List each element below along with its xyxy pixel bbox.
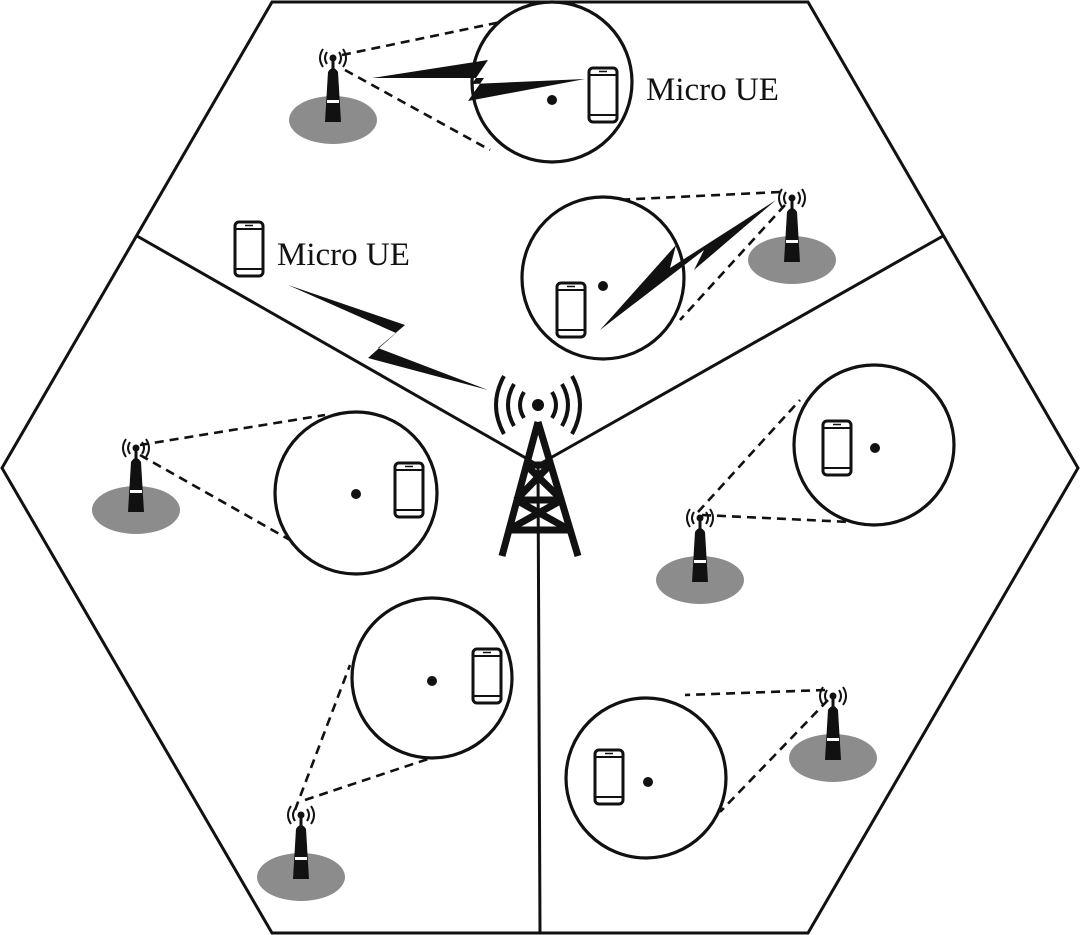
coverage-cone-lines: [139, 16, 851, 813]
sector-divider-bottom: [536, 464, 542, 934]
radio-tower-icon: [494, 375, 582, 558]
lightning-bolt-icon: [600, 200, 776, 330]
smartphone-icon: [593, 748, 625, 806]
smartphone-icon: [587, 66, 619, 124]
smartphone-icon: [471, 647, 503, 705]
smartphone-icon: [821, 419, 853, 477]
sector-divider-left: [136, 234, 539, 467]
micro-ue-label: Micro UE: [646, 72, 779, 108]
micro-ue-label: Micro UE: [277, 237, 410, 273]
smartphone-icon: [393, 461, 425, 519]
lightning-bolt-icon: [372, 60, 585, 101]
smartphone-icon: [233, 220, 265, 278]
cell-center-dots: [351, 95, 880, 787]
sector-divider-right: [537, 234, 944, 467]
smartphone-icon: [555, 281, 587, 339]
